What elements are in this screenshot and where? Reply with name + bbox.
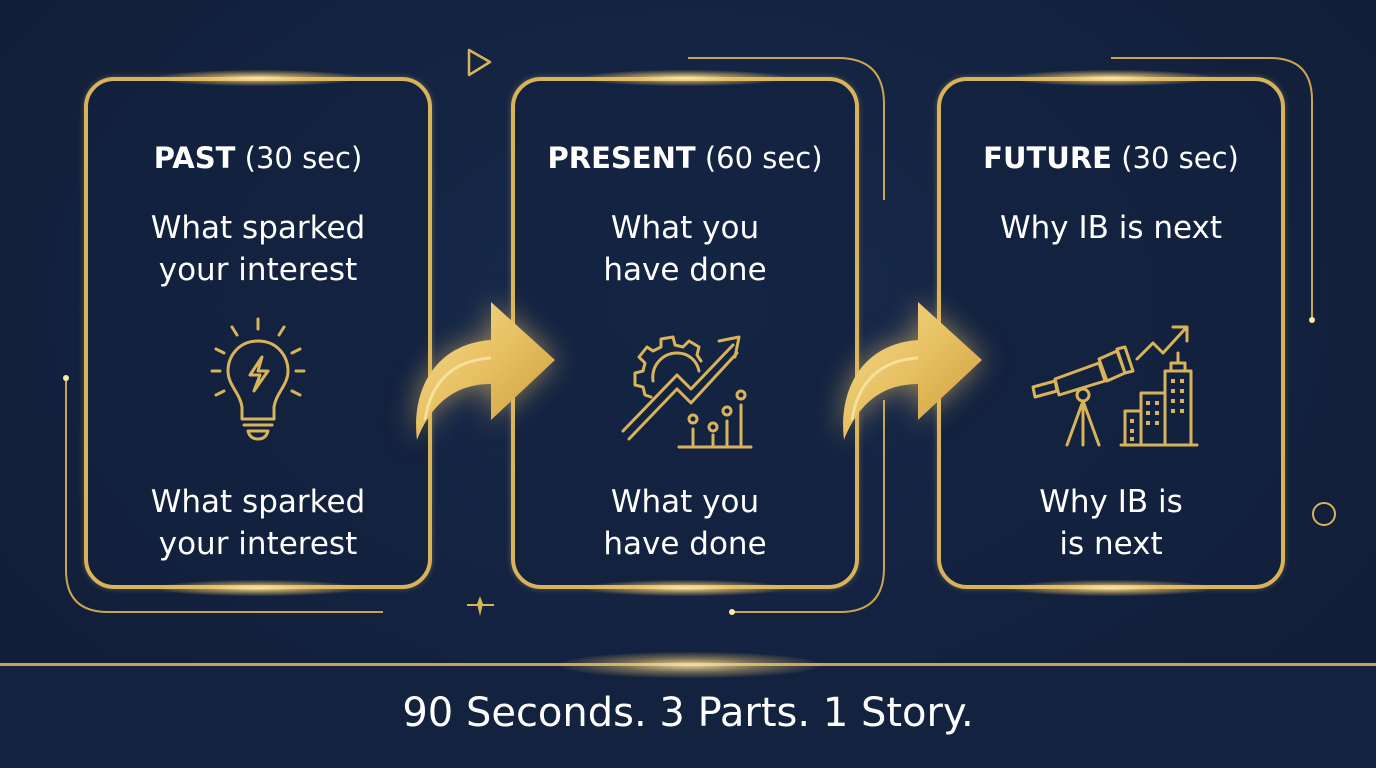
prompt-line: Why IB is xyxy=(1039,484,1183,520)
prompt-line: your interest xyxy=(158,252,358,288)
stage-prompt-top: Why IB is next xyxy=(941,207,1281,249)
prompt-line: have done xyxy=(603,252,767,288)
stage-duration: (30 sec) xyxy=(1121,141,1239,175)
stage-prompt-top: What sparked your interest xyxy=(88,207,428,291)
prompt-line: Why IB is next xyxy=(999,210,1223,246)
prompt-line: is next xyxy=(1059,526,1163,562)
stage-title: FUTURE (30 sec) xyxy=(941,141,1281,175)
gear-growth-chart-icon xyxy=(621,335,753,449)
stage-card-past: PAST (30 sec) What sparked your interest… xyxy=(84,70,432,596)
curved-arrow-icon xyxy=(416,302,555,440)
stage-title: PRESENT (60 sec) xyxy=(515,141,855,175)
telescope-city-icon xyxy=(1031,325,1199,447)
prompt-line: have done xyxy=(603,526,767,562)
stage-label: FUTURE xyxy=(983,141,1112,175)
stage-label: PAST xyxy=(153,141,236,175)
prompt-line: What sparked xyxy=(150,484,366,520)
footer xyxy=(0,666,1376,768)
curved-arrow-icon xyxy=(843,302,982,440)
stage-title: PAST (30 sec) xyxy=(88,141,428,175)
stage-label: PRESENT xyxy=(547,141,696,175)
stage-prompt-bottom: Why IB is is next xyxy=(941,481,1281,565)
prompt-line: What sparked xyxy=(150,210,366,246)
stage-duration: (60 sec) xyxy=(704,141,823,175)
stage-card-present: PRESENT (60 sec) What you have done What… xyxy=(511,70,859,596)
tagline: 90 Seconds. 3 Parts. 1 Story. xyxy=(402,690,974,736)
footer-glow xyxy=(560,652,820,678)
prompt-line: your interest xyxy=(158,526,358,562)
stage-prompt-bottom: What you have done xyxy=(515,481,855,565)
prompt-line: What you xyxy=(610,484,760,520)
prompt-line: What you xyxy=(610,210,760,246)
stage-duration: (30 sec) xyxy=(244,141,363,175)
lightbulb-icon xyxy=(210,317,306,441)
stage-prompt-bottom: What sparked your interest xyxy=(88,481,428,565)
stage-prompt-top: What you have done xyxy=(515,207,855,291)
